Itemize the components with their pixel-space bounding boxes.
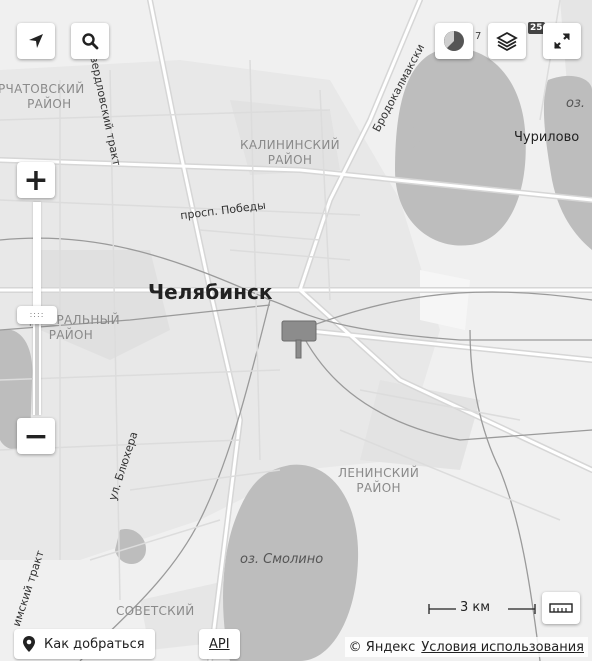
layers-icon: [496, 31, 518, 52]
lake-east-shape: [543, 75, 592, 250]
lake-first-shape: [395, 48, 526, 246]
lake-label-top-right: оз.: [566, 96, 585, 111]
zoom-in-button[interactable]: +: [17, 162, 55, 198]
lake-smolino-shape: [223, 464, 359, 661]
traffic-button[interactable]: [435, 23, 473, 59]
magnifier-icon: [82, 33, 99, 50]
route-label: Как добраться: [44, 636, 145, 652]
ruler-button[interactable]: [542, 592, 580, 624]
scale-line: [428, 604, 536, 614]
scale-bar: 3 км: [428, 600, 536, 617]
zoom-out-button[interactable]: −: [17, 418, 55, 454]
copyright-bar: © Яндекс Условия использования: [344, 637, 588, 657]
district-label-kalininsky: КАЛИНИНСКИЙ РАЙОН: [240, 138, 340, 167]
layers-badge: 25: [528, 22, 545, 34]
map-marker: [281, 320, 317, 359]
traffic-suffix: 7: [475, 31, 482, 42]
lake-label-smolino: оз. Смолино: [240, 552, 324, 567]
search-button[interactable]: [71, 23, 109, 59]
ruler-icon: [549, 603, 573, 613]
city-label: Челябинск: [148, 280, 273, 304]
scale-label: 3 км: [460, 600, 491, 615]
zoom-slider-thumb[interactable]: ::::: [17, 305, 57, 324]
fullscreen-button[interactable]: [543, 23, 581, 59]
api-link[interactable]: API: [199, 629, 240, 659]
district-label-sovetsky: СОВЕТСКИЙ: [116, 604, 195, 618]
expand-arrows-icon: [554, 33, 570, 49]
layers-button[interactable]: [488, 23, 526, 59]
lake-shapes: [0, 48, 592, 661]
geolocation-button[interactable]: [17, 23, 55, 59]
zoom-slider-fill: [35, 314, 39, 415]
traffic-circle-icon: [444, 31, 464, 51]
terms-link[interactable]: Условия использования: [421, 639, 584, 655]
place-label-churilovo: Чурилово: [514, 130, 580, 145]
location-pin-icon: [23, 636, 35, 652]
district-label-leninsky: ЛЕНИНСКИЙ РАЙОН: [338, 466, 420, 495]
route-button[interactable]: Как добраться: [14, 629, 155, 659]
copyright-text: © Яндекс: [348, 639, 416, 655]
navigation-arrow-icon: [29, 34, 43, 48]
district-label-kurchatovsky: РЧАТОВСКИЙ РАЙОН: [0, 82, 85, 111]
